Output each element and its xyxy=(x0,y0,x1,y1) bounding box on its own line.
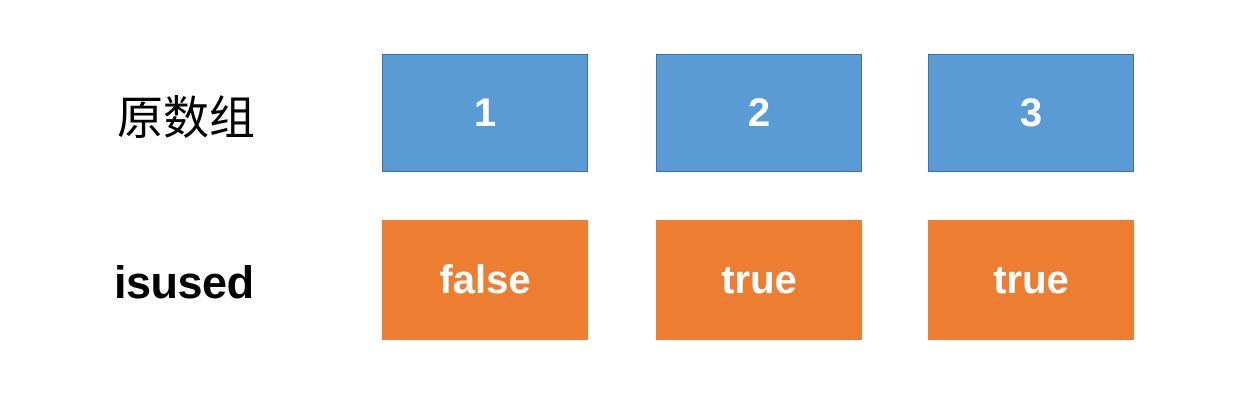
array-cell-1: 2 xyxy=(656,54,862,172)
isused-cell-1: true xyxy=(656,220,862,340)
array-cell-2: 3 xyxy=(928,54,1134,172)
array-cell-0: 1 xyxy=(382,54,588,172)
row-label-isused: isused xyxy=(114,257,254,308)
isused-cell-2: true xyxy=(928,220,1134,340)
isused-cell-0: false xyxy=(382,220,588,340)
row-label-original-array: 原数组 xyxy=(117,93,255,144)
